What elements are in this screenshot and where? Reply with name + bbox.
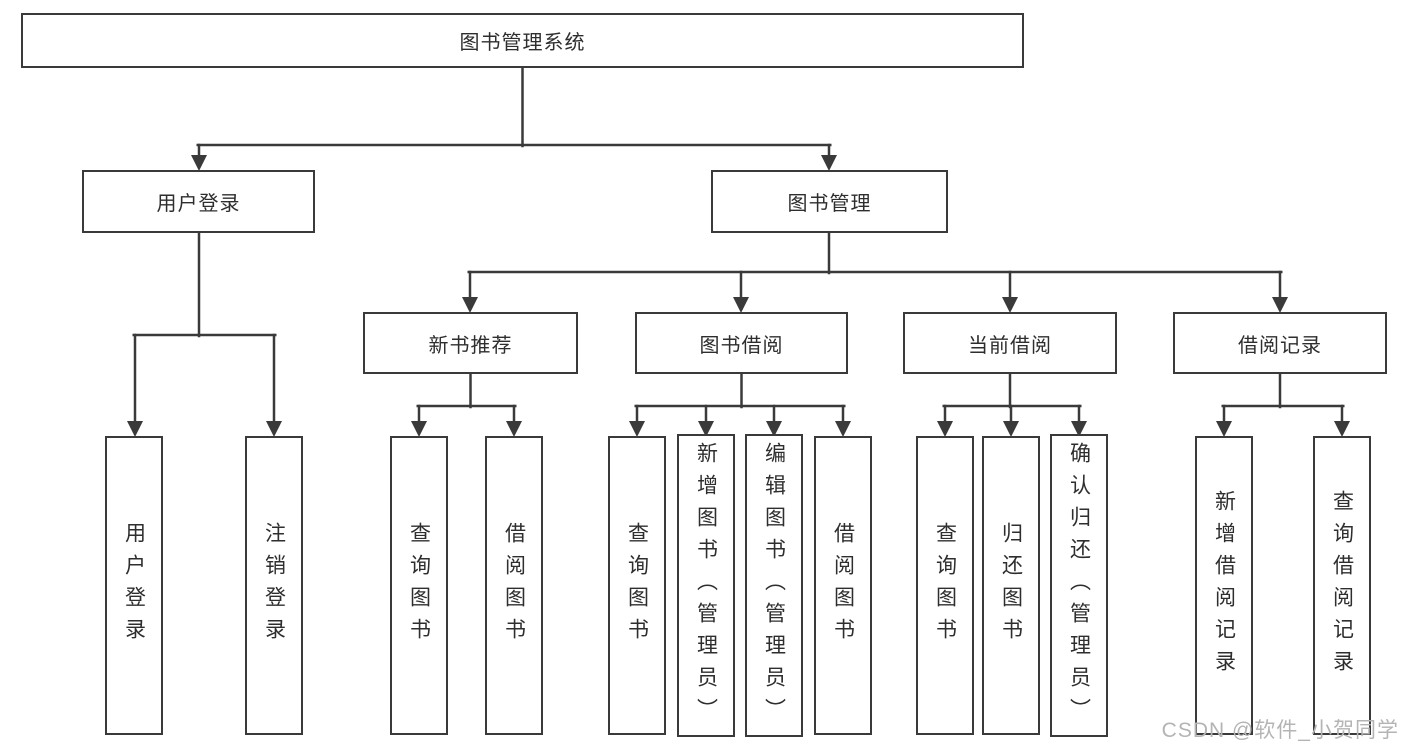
node-current-borrowing: 当前借阅 — [903, 312, 1117, 374]
node-query-books-recommend: 查询图书 — [390, 436, 448, 735]
node-user-login-leaf: 用户登录 — [105, 436, 163, 735]
node-add-book-admin: 新增图书（管理员） — [677, 434, 735, 737]
node-edit-book-admin: 编辑图书（管理员） — [745, 434, 803, 737]
node-borrow-books-recommend: 借阅图书 — [485, 436, 543, 735]
node-add-borrow-record: 新增借阅记录 — [1195, 436, 1253, 735]
node-query-borrow-record: 查询借阅记录 — [1313, 436, 1371, 735]
node-query-books-borrowing: 查询图书 — [608, 436, 666, 735]
node-borrowing-records: 借阅记录 — [1173, 312, 1387, 374]
node-new-book-recommend: 新书推荐 — [363, 312, 578, 374]
node-book-borrowing: 图书借阅 — [635, 312, 848, 374]
node-user-login: 用户登录 — [82, 170, 315, 233]
node-logout-leaf: 注销登录 — [245, 436, 303, 735]
node-confirm-return-admin: 确认归还（管理员） — [1050, 434, 1108, 737]
node-book-management: 图书管理 — [711, 170, 948, 233]
node-library-system: 图书管理系统 — [21, 13, 1024, 68]
node-borrow-books-leaf: 借阅图书 — [814, 436, 872, 735]
node-return-books: 归还图书 — [982, 436, 1040, 735]
node-query-books-current: 查询图书 — [916, 436, 974, 735]
